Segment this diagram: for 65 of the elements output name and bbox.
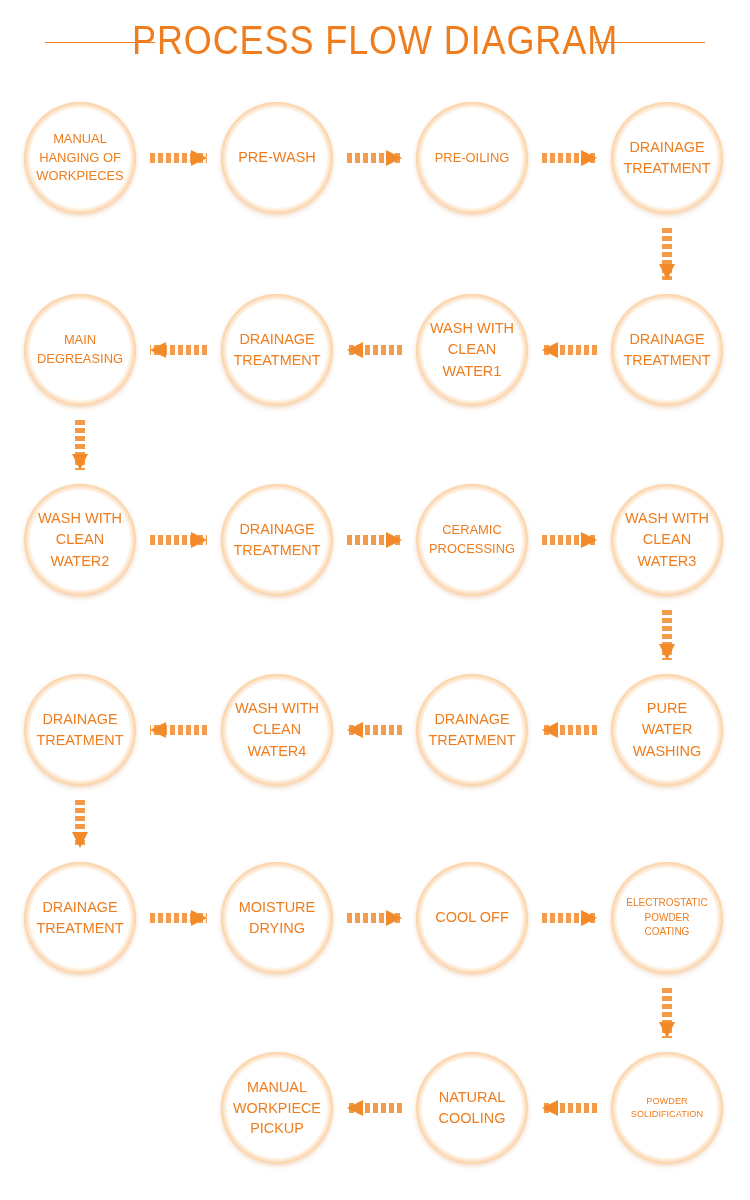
step-label: PURE WATER WASHING — [631, 699, 703, 761]
chevron-arrow — [347, 150, 402, 166]
chevron-arrow — [659, 228, 675, 280]
chevron-arrow — [150, 342, 207, 358]
process-circle — [221, 294, 333, 406]
step-label: MAIN DEGREASING — [36, 331, 124, 368]
process-circle — [221, 102, 333, 214]
step-label: MANUAL HANGING OF WORKPIECES — [35, 129, 125, 186]
chevron-arrow — [150, 910, 207, 926]
step-label: PRE-WASH — [237, 148, 317, 168]
process-circle — [416, 102, 528, 214]
step-label: WASH WITH CLEAN WATER3 — [623, 509, 710, 571]
process-circle — [24, 102, 136, 214]
process-circle — [416, 1052, 528, 1164]
chevron-arrow — [72, 420, 88, 470]
step-label: MOISTURE DRYING — [237, 898, 317, 938]
process-circle — [611, 1052, 723, 1164]
step-label: ELECTROSTATIC POWDER COATING — [625, 896, 709, 940]
process-circle — [416, 862, 528, 974]
step-label: DRAINAGE TREATMENT — [232, 330, 322, 370]
chevron-arrow — [347, 910, 402, 926]
process-circle — [611, 294, 723, 406]
chevron-arrow — [150, 722, 207, 738]
process-circle — [611, 102, 723, 214]
chevron-arrow — [542, 532, 597, 548]
process-circle — [221, 484, 333, 596]
chevron-arrow — [659, 988, 675, 1038]
step-label: DRAINAGE TREATMENT — [622, 138, 712, 178]
process-circle — [416, 484, 528, 596]
step-label: DRAINAGE TREATMENT — [232, 520, 322, 560]
step-label: WASH WITH CLEAN WATER1 — [428, 319, 515, 381]
chevron-arrow — [542, 342, 597, 358]
step-label: POWDER SOLIDIFICATION — [629, 1094, 705, 1121]
step-label: MANUAL WORKPIECE PICKUP — [232, 1077, 322, 1139]
step-label: DRAINAGE TREATMENT — [622, 330, 712, 370]
process-circle — [24, 862, 136, 974]
step-label: NATURAL COOLING — [437, 1088, 507, 1128]
chevron-arrow — [542, 722, 597, 738]
chevron-arrow — [347, 1100, 402, 1116]
chevron-arrow — [347, 342, 402, 358]
step-label: CERAMIC PROCESSING — [428, 521, 516, 558]
chevron-arrow — [150, 532, 207, 548]
process-circle — [24, 484, 136, 596]
process-circle — [611, 484, 723, 596]
chevron-arrow — [542, 910, 597, 926]
step-label: PRE-OILING — [433, 148, 511, 167]
chevron-arrow — [347, 532, 402, 548]
step-label: DRAINAGE TREATMENT — [35, 898, 125, 938]
process-circle — [221, 862, 333, 974]
chevron-arrow — [347, 722, 402, 738]
step-label: DRAINAGE TREATMENT — [35, 710, 125, 750]
process-circle — [24, 294, 136, 406]
chevron-arrow — [72, 800, 88, 848]
chevron-arrow — [542, 1100, 597, 1116]
step-label: COOL OFF — [434, 908, 510, 928]
title: PROCESS FLOW DIAGRAM — [131, 18, 619, 63]
process-circle — [611, 862, 723, 974]
process-circle — [221, 1052, 333, 1164]
step-label: WASH WITH CLEAN WATER4 — [233, 699, 320, 761]
process-circle — [416, 294, 528, 406]
step-label: DRAINAGE TREATMENT — [427, 710, 517, 750]
chevron-arrow — [150, 150, 207, 166]
step-label: WASH WITH CLEAN WATER2 — [36, 509, 123, 571]
chevron-arrow — [659, 610, 675, 660]
chevron-arrow — [542, 150, 597, 166]
